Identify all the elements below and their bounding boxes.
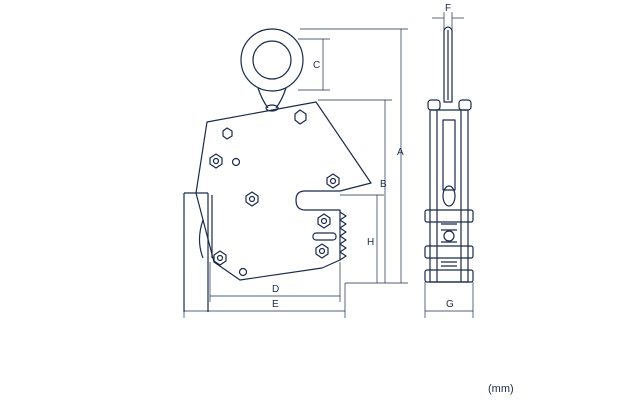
gripped-plate (183, 192, 209, 312)
lifting-eye (240, 28, 304, 112)
unit-label: (mm) (488, 383, 514, 395)
dimension-label-a: A (397, 147, 404, 158)
dimension-label-d: D (272, 284, 279, 295)
dimension-label-f: F (445, 3, 451, 14)
side-view (424, 26, 474, 283)
dimension-label-e: E (272, 299, 279, 310)
front-view (183, 28, 372, 312)
front-bolts (209, 109, 340, 277)
dimension-label-g: G (446, 299, 454, 310)
dimension-label-h: H (367, 237, 374, 248)
clamp-body (195, 101, 372, 281)
dimension-label-c: C (313, 60, 320, 71)
dimension-label-b: B (380, 179, 387, 190)
dimension-lines (183, 12, 474, 318)
